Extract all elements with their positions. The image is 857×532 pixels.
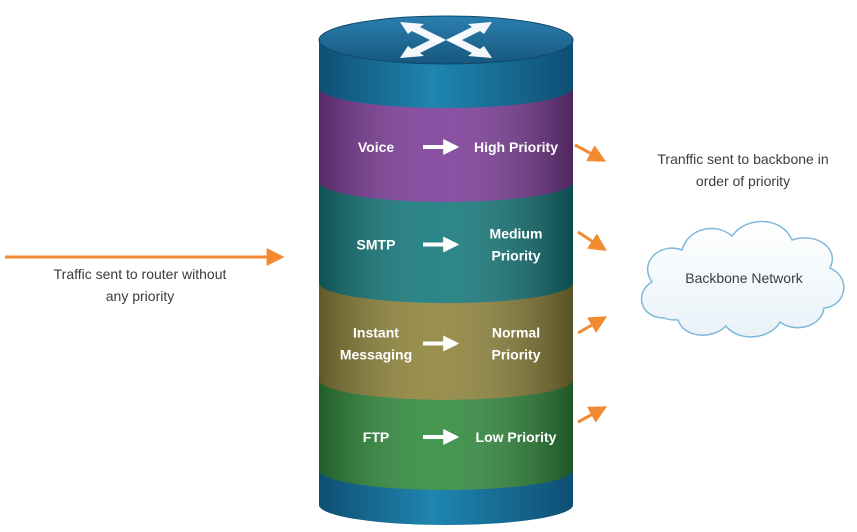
band-source-label: FTP [363, 429, 389, 445]
input-caption: Traffic sent to router without any prior… [15, 263, 265, 307]
outgoing-arrow-normal [577, 316, 608, 335]
backbone-cloud [640, 220, 845, 338]
input-caption-line-2: any priority [105, 288, 175, 304]
band-priority-label: Priority [491, 248, 540, 264]
output-caption-line-1: Tranffic sent to backbone in [657, 151, 829, 167]
router-arrows-icon [400, 22, 492, 58]
band-priority-label: Medium [490, 226, 543, 242]
output-caption: Tranffic sent to backbone in order of pr… [628, 148, 857, 192]
input-caption-line-1: Traffic sent to router without [53, 266, 227, 282]
outgoing-arrow-high [574, 143, 607, 162]
band-priority-label: High Priority [474, 139, 558, 155]
outgoing-arrow-medium [577, 230, 608, 251]
cloud-icon: Backbone Network [640, 220, 845, 338]
band-priority-label: Low Priority [476, 429, 557, 445]
cloud-label: Backbone Network [685, 270, 804, 286]
band-source-label: Voice [358, 139, 395, 155]
band-source-label: SMTP [357, 237, 396, 253]
band-source-label: Instant [353, 325, 399, 341]
outgoing-arrows [574, 143, 608, 424]
outgoing-arrow-low [577, 406, 608, 424]
band-priority-label: Normal [492, 325, 540, 341]
band-priority-label: Priority [491, 347, 540, 363]
band-source-label: Messaging [340, 347, 412, 363]
output-caption-line-2: order of priority [695, 173, 791, 189]
